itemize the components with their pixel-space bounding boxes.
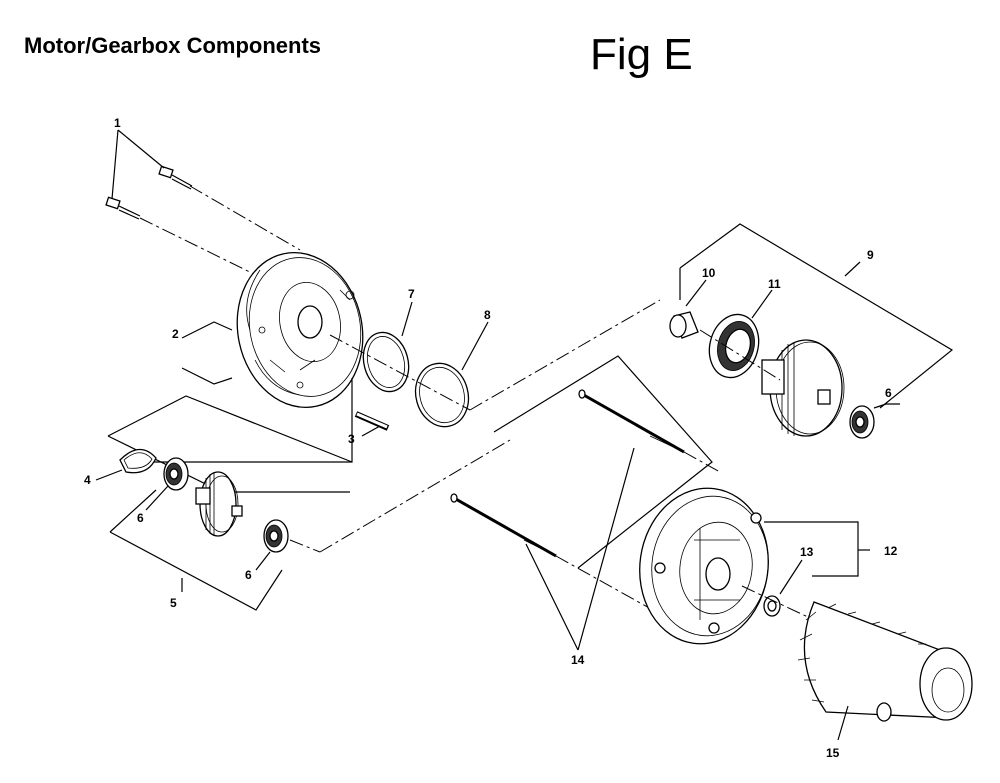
gearbox-housing-part-2 xyxy=(236,251,364,409)
bearing-part-6a xyxy=(163,457,189,491)
bearing-part-11 xyxy=(708,313,760,379)
callout-6b: 6 xyxy=(245,568,252,582)
callout-1: 1 xyxy=(114,116,121,130)
leader-10 xyxy=(685,279,707,307)
callout-6c: 6 xyxy=(885,386,892,400)
long-bolt-part-14b xyxy=(450,493,557,558)
leader-3 xyxy=(361,425,381,437)
callout-12: 12 xyxy=(884,544,898,558)
leader-1b xyxy=(111,129,119,200)
callout-3: 3 xyxy=(348,432,355,446)
leader-6b xyxy=(255,551,271,571)
callout-11: 11 xyxy=(768,277,781,291)
leader-4 xyxy=(95,469,123,481)
screw-part-1a xyxy=(158,165,193,190)
gear-assembly xyxy=(195,471,243,537)
leader-15 xyxy=(837,705,849,741)
motor-flange-part-12 xyxy=(639,487,769,645)
callout-9: 9 xyxy=(867,248,874,262)
callout-5: 5 xyxy=(170,596,177,610)
callout-6a: 6 xyxy=(137,511,144,525)
pin-part-3 xyxy=(354,411,390,431)
callout-13: 13 xyxy=(800,545,814,559)
callout-14: 14 xyxy=(571,653,585,667)
callout-4: 4 xyxy=(84,473,91,487)
callout-7: 7 xyxy=(408,287,415,301)
callout-2: 2 xyxy=(172,327,179,341)
sleeve-part-10 xyxy=(669,311,699,339)
screw-part-1b xyxy=(105,196,141,220)
bearing-part-6b xyxy=(263,519,289,553)
leader-13 xyxy=(779,559,803,595)
callout-10: 10 xyxy=(702,266,716,280)
bracket-9 xyxy=(679,223,954,409)
figure-label: Fig E xyxy=(590,30,693,79)
leader-6a xyxy=(145,485,169,511)
bearing-part-6c xyxy=(849,405,875,439)
callout-15: 15 xyxy=(826,746,840,760)
long-bolt-part-14a xyxy=(578,389,685,454)
leader-8 xyxy=(461,321,489,371)
motor-part-15 xyxy=(797,601,973,722)
callout-8: 8 xyxy=(484,308,491,322)
bracket-5 xyxy=(109,489,283,611)
page-title: Motor/Gearbox Components xyxy=(24,33,322,58)
leader-7 xyxy=(401,301,413,337)
o-ring-part-7 xyxy=(362,331,410,393)
leader-2 xyxy=(181,321,233,339)
leader-14 xyxy=(525,447,635,651)
leader-1a xyxy=(117,129,165,169)
planet-carrier xyxy=(761,339,845,437)
leader-6c xyxy=(873,403,900,409)
leader-11 xyxy=(751,289,773,319)
washer-part-13 xyxy=(763,595,781,617)
bracket-12 xyxy=(764,521,859,577)
